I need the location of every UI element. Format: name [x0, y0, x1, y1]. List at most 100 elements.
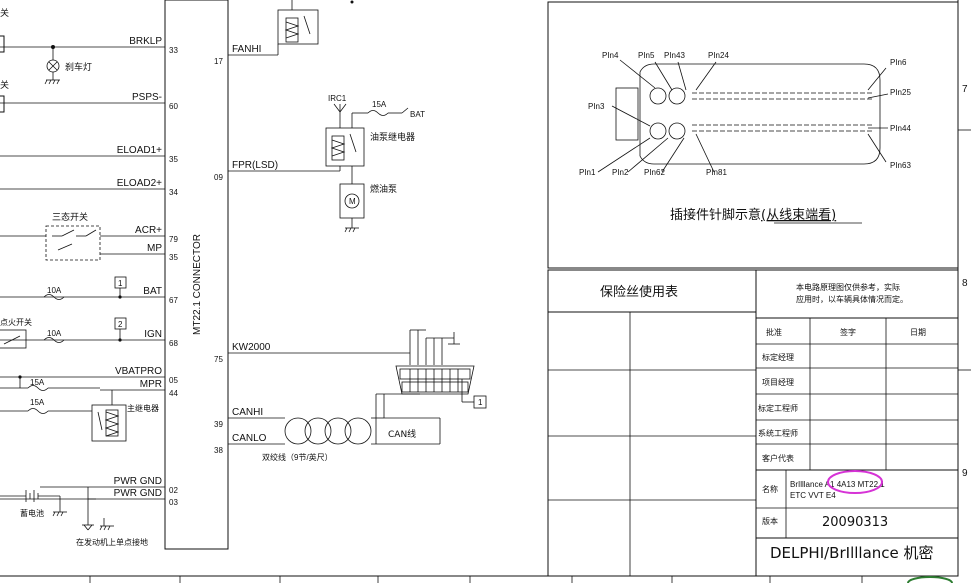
tri-switch-label: 三态开关	[52, 211, 88, 223]
highlight-circle	[827, 470, 883, 494]
right-signal-pin-0: 17	[214, 57, 223, 66]
pin-label-pin25: PIn25	[890, 88, 911, 97]
bat-label: BAT	[410, 110, 425, 119]
left-signal-pin-9: 44	[169, 389, 178, 398]
box-1-diag	[473, 395, 487, 409]
note-line-2: 应用时，以车辆具体情况而定。	[796, 294, 908, 304]
fuel-pump-relay-label: 油泵继电器	[370, 131, 415, 143]
left-signal-pin-5: 35	[169, 253, 178, 262]
brake-lamp-label: 刹车灯	[65, 61, 92, 73]
right-signal-pin-1: 09	[214, 173, 223, 182]
left-signal-pin-2: 35	[169, 155, 178, 164]
left-signal-name-2: ELOAD1+	[117, 145, 162, 156]
version-label: 版本	[762, 516, 778, 526]
battery-label: 蓄电池	[20, 508, 44, 518]
tri-switch-contacts-icon	[52, 229, 97, 251]
pin-label-pin62: PIn62	[644, 168, 665, 177]
pin-label-pin44: PIn44	[890, 124, 911, 133]
fuel-pump-relay-coil-icon	[330, 133, 357, 161]
antenna-icon	[333, 103, 347, 128]
pin-label-pin5: PIn5	[638, 51, 655, 60]
fuse-bat-icon	[43, 294, 65, 300]
pin-label-pin2: PIn2	[612, 168, 629, 177]
fuse-15a-1-icon	[27, 385, 49, 391]
right-signal-name-1: FPR(LSD)	[232, 160, 278, 171]
right-signal-name-2: KW2000	[232, 342, 271, 353]
battery-icon	[0, 490, 67, 517]
connector-label: MT22.1 CONNECTOR	[192, 234, 203, 335]
fuse-ign-label: 10A	[47, 329, 62, 338]
pin-diagram-panel	[547, 1, 959, 269]
right-signal-name-3: CANHI	[232, 407, 263, 418]
fuse-15a-2-icon	[27, 408, 49, 414]
row-system-engineer: 系统工程师	[758, 428, 798, 438]
left-signal-pin-1: 60	[169, 102, 178, 111]
title-block	[755, 269, 959, 577]
switch-top-label: 关	[0, 7, 9, 19]
row-calibration-engineer: 标定工程师	[758, 403, 798, 413]
left-signal-name-5: MP	[147, 243, 162, 254]
box-1-diag-text: 1	[478, 398, 483, 407]
side-mark-7: 7	[962, 84, 968, 95]
col-approve: 批准	[766, 327, 782, 337]
left-signal-pin-11: 03	[169, 498, 178, 507]
left-signal-pin-10: 02	[169, 486, 178, 495]
fuse-table-title: 保险丝使用表	[600, 284, 678, 300]
version-value: 20090313	[822, 515, 888, 530]
row-customer-rep: 客户代表	[762, 453, 794, 463]
can-line-label: CAN线	[388, 428, 416, 440]
fuel-pump-ground-icon	[344, 218, 359, 233]
main-relay-coil-icon	[97, 409, 120, 437]
right-signal-pin-2: 75	[214, 355, 223, 364]
box-1-left-text: 1	[118, 279, 123, 288]
fuse-ign-icon	[43, 337, 65, 343]
pin-label-pin1: PIn1	[579, 168, 596, 177]
twisted-pair-icon	[284, 417, 441, 445]
pin-label-pin24: PIn24	[708, 51, 729, 60]
fuse-15a-2-label: 15A	[30, 398, 45, 407]
left-signal-name-11: PWR GND	[114, 488, 162, 499]
fan-relay-icon	[277, 0, 319, 55]
main-relay-box	[91, 404, 127, 442]
left-signal-name-10: PWR GND	[114, 476, 162, 487]
right-signal-name-0: FANHI	[232, 44, 261, 55]
left-signal-name-0: BRKLP	[129, 36, 162, 47]
side-mark-8: 8	[962, 278, 968, 289]
left-signal-name-1: PSPS-	[132, 92, 162, 103]
right-signal-pin-4: 38	[214, 446, 223, 455]
left-signal-name-7: IGN	[144, 329, 162, 340]
left-signal-pin-4: 79	[169, 235, 178, 244]
pin-label-pin63: PIn63	[890, 161, 911, 170]
ign-switch-box	[0, 329, 27, 349]
fuse-bat-label: 10A	[47, 286, 62, 295]
name-line-1: BrIlllance A1 4A13 MT22,1	[790, 480, 885, 489]
row-project-manager: 项目经理	[762, 377, 794, 387]
right-tick-marks	[958, 129, 971, 371]
fuel-pump-relay-box	[325, 127, 365, 167]
left-signal-name-3: ELOAD2+	[117, 178, 162, 189]
fuse-table	[547, 269, 757, 577]
fuel-pump-label: 燃油泵	[370, 183, 397, 195]
pin-label-pin6: PIn6	[890, 58, 907, 67]
fuse-15a-pump-label: 15A	[372, 100, 387, 109]
tri-switch-box	[45, 225, 101, 261]
left-signal-pin-6: 67	[169, 296, 178, 305]
twisted-pair-label: 双绞线（9节/英尺）	[262, 452, 333, 462]
col-date: 日期	[910, 328, 926, 337]
left-signal-group: BRKLP33PSPS-60ELOAD1+35ELOAD2+34ACR+79MP…	[0, 36, 178, 507]
left-signal-name-9: MPR	[140, 379, 162, 390]
pin-label-pin3: PIn3	[588, 102, 605, 111]
left-signal-pin-0: 33	[169, 46, 178, 55]
box-2-left	[114, 317, 127, 330]
left-signal-name-4: ACR+	[135, 225, 162, 236]
pin-diagram-caption: 插接件针脚示意(从线束端看)	[670, 207, 836, 223]
pin-label-pin43: PIn43	[664, 51, 685, 60]
side-mark-9: 9	[962, 468, 968, 479]
brake-lamp-icon	[44, 45, 60, 85]
bottom-tick-marks	[89, 576, 863, 583]
box-2-left-text: 2	[118, 320, 123, 329]
col-sign: 签字	[840, 327, 856, 337]
irc1-label: IRC1	[328, 94, 347, 103]
